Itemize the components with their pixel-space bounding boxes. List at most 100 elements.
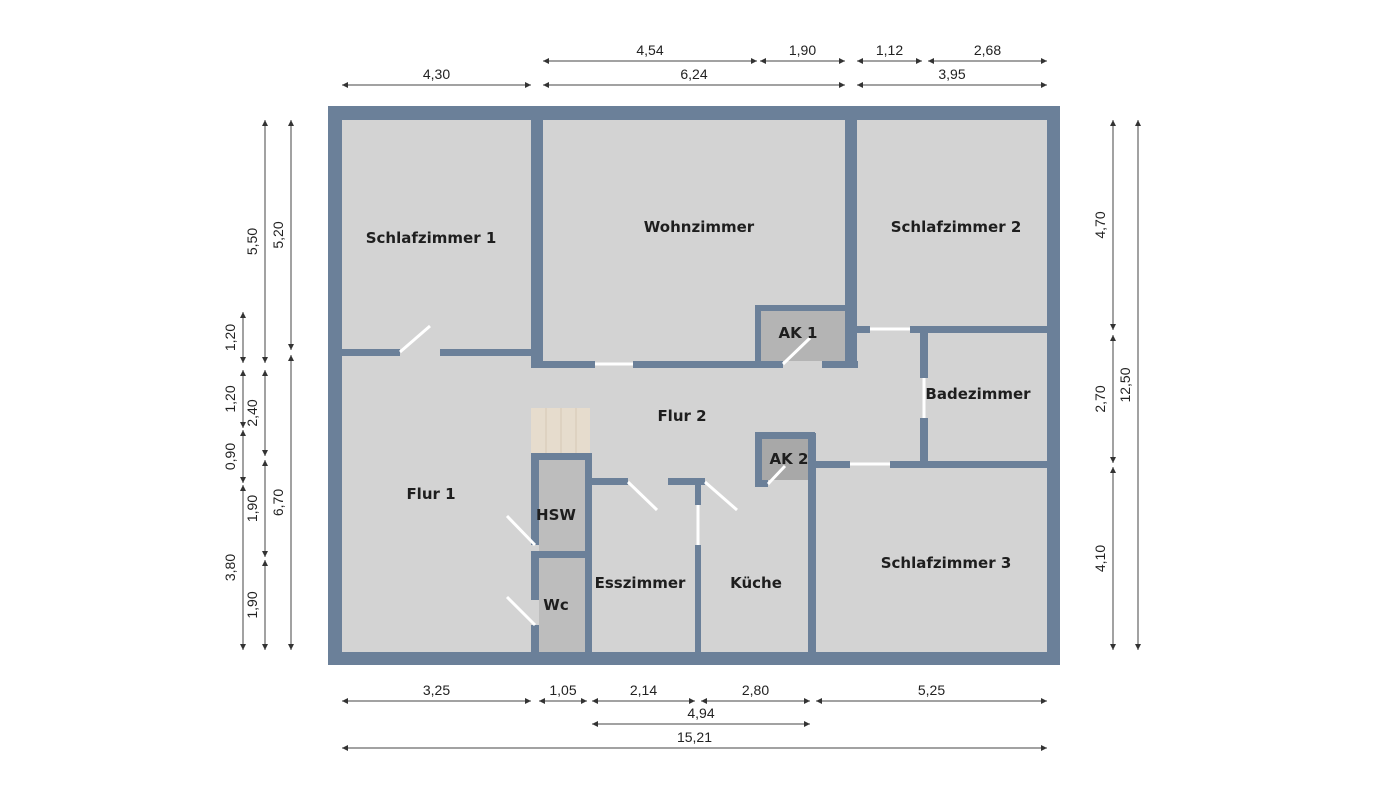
wall	[440, 349, 531, 356]
dimension-label: 4,94	[687, 705, 714, 721]
dimension-label: 4,10	[1092, 545, 1108, 572]
dimension-label: 5,20	[270, 221, 286, 248]
dimension-top-3: 2,68	[928, 42, 1047, 64]
dimension-label: 1,12	[876, 42, 903, 58]
room-wc: Wc	[543, 596, 568, 614]
hsw-floor	[539, 460, 585, 551]
room-flur2: Flur 2	[657, 407, 706, 425]
dimension-label: 2,68	[974, 42, 1001, 58]
wall	[920, 418, 928, 465]
wall	[890, 461, 1047, 468]
dimension-bottom-4: 5,25	[816, 682, 1047, 704]
dimension-label: 2,14	[630, 682, 657, 698]
wall	[920, 333, 928, 378]
dimension-label: 3,80	[222, 554, 238, 581]
dimension-left-9: 6,70	[270, 355, 294, 650]
wall	[755, 432, 815, 439]
dimension-left-8: 5,20	[270, 120, 294, 350]
room-hsw: HSW	[536, 506, 576, 524]
room-ak1: AK 1	[779, 324, 818, 342]
dimension-bottom-0: 3,25	[342, 682, 531, 704]
room-labels: Schlafzimmer 1 Wohnzimmer Schlafzimmer 2…	[366, 218, 1031, 614]
wall	[1047, 106, 1060, 665]
dimension-right-0: 4,70	[1092, 120, 1116, 330]
dimension-top-0: 4,54	[543, 42, 757, 64]
wall	[755, 480, 768, 487]
dimension-left-5: 2,40	[244, 370, 268, 456]
dimension-label: 3,95	[938, 66, 965, 82]
wall	[808, 433, 816, 652]
wall	[328, 106, 342, 665]
wall	[328, 652, 1060, 665]
wall	[810, 461, 850, 468]
dimension-left-0: 1,20	[222, 312, 246, 363]
dimension-top-2: 1,12	[857, 42, 922, 64]
door	[505, 514, 537, 547]
dimension-label: 2,80	[742, 682, 769, 698]
wall	[668, 478, 705, 485]
wall	[342, 349, 400, 356]
room-esszimmer: Esszimmer	[595, 574, 686, 592]
dimension-label: 4,70	[1092, 211, 1108, 238]
room-wohnzimmer: Wohnzimmer	[644, 218, 755, 236]
ak2-floor	[762, 439, 808, 480]
wall	[822, 361, 858, 368]
wall	[592, 478, 628, 485]
dimension-label: 12,50	[1117, 367, 1133, 402]
wall	[845, 120, 857, 368]
dimension-top-4: 4,30	[342, 66, 531, 88]
dimension-right-3: 12,50	[1117, 120, 1141, 650]
doors	[399, 324, 926, 627]
dimension-label: 4,54	[636, 42, 663, 58]
dimension-left-1: 1,20	[222, 370, 246, 428]
dimension-label: 2,70	[1092, 385, 1108, 412]
wall	[755, 305, 850, 311]
dimension-left-4: 5,50	[244, 120, 268, 363]
stairs	[531, 408, 590, 453]
dimension-bottom-5: 4,94	[592, 705, 810, 727]
dimension-left-3: 3,80	[222, 485, 246, 650]
dimension-label: 3,25	[423, 682, 450, 698]
dimension-lines: 4,54 1,90 1,12 2,68 4,30 6,24 3,95 1,20 1,20 0,90…	[222, 42, 1141, 751]
room-schlafzimmer3: Schlafzimmer 3	[881, 554, 1012, 572]
room-schlafzimmer1: Schlafzimmer 1	[366, 229, 497, 247]
dimension-right-1: 2,70	[1092, 335, 1116, 463]
door	[399, 324, 431, 354]
door	[766, 464, 787, 486]
wall	[695, 485, 701, 505]
wall	[755, 432, 762, 487]
dimension-top-5: 6,24	[543, 66, 845, 88]
walls	[328, 106, 1060, 665]
wall	[695, 545, 701, 652]
door	[505, 595, 537, 627]
dimension-top-1: 1,90	[760, 42, 845, 64]
room-flur1: Flur 1	[406, 485, 455, 503]
dimension-left-7: 1,90	[244, 560, 268, 650]
dimension-bottom-2: 2,14	[592, 682, 695, 704]
wall	[531, 555, 539, 600]
dimension-label: 1,20	[222, 324, 238, 351]
wall	[328, 106, 1060, 120]
room-schlafzimmer2: Schlafzimmer 2	[891, 218, 1022, 236]
dimension-label: 6,70	[270, 489, 286, 516]
door	[704, 480, 738, 512]
dimension-label: 1,90	[244, 495, 260, 522]
dimension-label: 4,30	[423, 66, 450, 82]
dimension-label: 1,20	[222, 385, 238, 412]
door	[781, 336, 812, 366]
wall	[531, 453, 592, 460]
dimension-left-2: 0,90	[222, 430, 246, 483]
dimension-label: 15,21	[677, 729, 712, 745]
dimension-label: 1,90	[789, 42, 816, 58]
wall	[531, 625, 539, 652]
wall	[531, 120, 543, 368]
floor	[328, 106, 1060, 665]
dimension-top-6: 3,95	[857, 66, 1047, 88]
room-ak2: AK 2	[770, 450, 809, 468]
wall	[543, 361, 595, 368]
wall	[857, 326, 870, 333]
dimension-bottom-3: 2,80	[701, 682, 810, 704]
ak1-floor	[761, 311, 845, 361]
wall	[910, 326, 1047, 333]
